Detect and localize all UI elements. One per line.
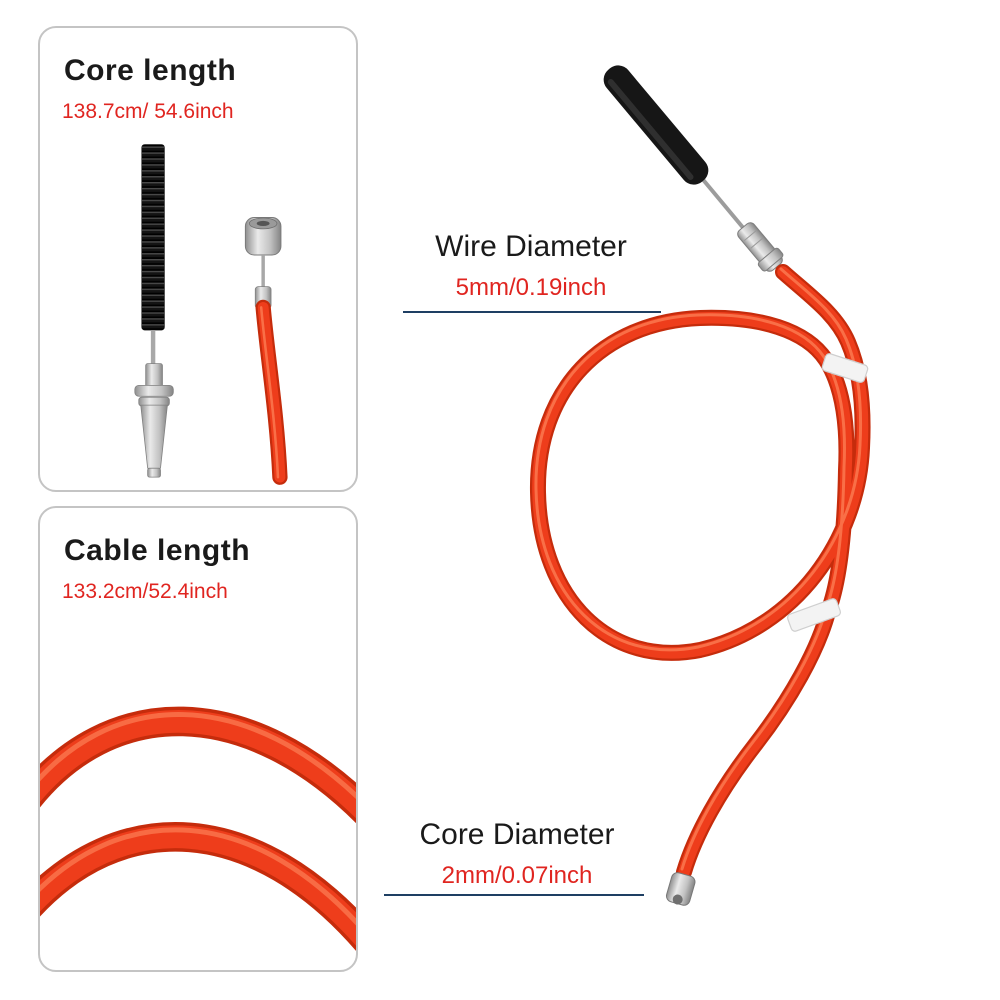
annotation-wire-diameter: Wire Diameter 5mm/0.19inch: [400, 230, 662, 302]
metal-ferrule: [737, 222, 784, 272]
wire-diameter-value: 5mm/0.19inch: [455, 274, 607, 301]
core-length-title: Core length: [64, 54, 237, 87]
wire-diameter-callout-line: [403, 311, 661, 313]
panel-core-length: Core length 138.7cm/ 54.6inch: [38, 26, 358, 492]
core-length-value: 138.7cm/ 54.6inch: [62, 100, 234, 123]
inner-wire: [698, 174, 752, 238]
core-diameter-value: 2mm/0.07inch: [441, 862, 593, 889]
core-diameter-label: Core Diameter: [419, 818, 615, 851]
cable-length-title: Cable length: [64, 534, 251, 567]
barrel-end-terminal: [665, 872, 696, 906]
cable-closeup-illustration: [40, 706, 356, 952]
tape-band-bottom: [787, 598, 841, 632]
wire-diameter-label: Wire Diameter: [435, 230, 627, 263]
core-diameter-callout-line: [384, 894, 644, 896]
cable-length-value: 133.2cm/52.4inch: [62, 580, 228, 603]
threaded-core-end: [134, 144, 174, 478]
tape-band-top: [821, 353, 869, 383]
barrel-nipple-cable-end: [244, 217, 288, 485]
red-cable-coil: [536, 269, 863, 872]
panel-cable-length: Cable length 133.2cm/52.4inch: [38, 506, 358, 972]
cable-end-fittings-illustration: [134, 144, 288, 485]
grip-sleeve: [603, 65, 709, 185]
annotation-core-diameter: Core Diameter 2mm/0.07inch: [392, 818, 642, 890]
